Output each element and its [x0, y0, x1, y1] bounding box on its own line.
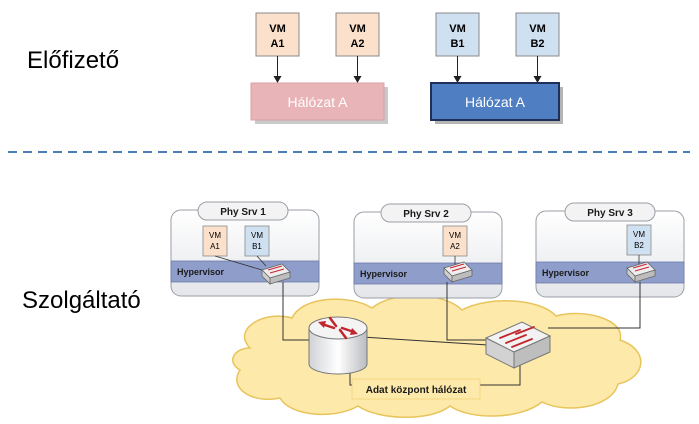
server-1-vm-a1-line2: A1 [210, 242, 220, 251]
subscriber-heading: Előfizető [27, 47, 119, 74]
router-top [308, 316, 368, 340]
link-s1-vm-b1 [256, 255, 267, 267]
server-2-vm-a2 [442, 225, 468, 257]
core-switch-side [513, 335, 551, 369]
server-3-vm-b2-line1: VM [633, 230, 645, 239]
core-switch-arrows [499, 326, 535, 348]
vm-box-b2: VM B2 [515, 12, 560, 57]
provider-heading: Szolgáltató [22, 287, 141, 314]
link-router-switch [361, 336, 489, 346]
router-arrowhead-2 [350, 328, 358, 335]
vm-box-a2-rect [335, 12, 380, 57]
network-a-rect [250, 82, 385, 121]
vm-box-a2-line2: A2 [350, 38, 364, 50]
vm-box-a1: VM A1 [255, 12, 300, 57]
vm-box-b2-line2: B2 [530, 38, 544, 50]
network-b-rect [430, 82, 560, 121]
network-a-box: Hálózat A [250, 82, 388, 124]
server-1-title-pill [197, 201, 289, 221]
server-1-title: Phy Srv 1 [220, 207, 266, 218]
server-3-title: Phy Srv 3 [587, 208, 633, 219]
server-2-hypervisor-label: Hypervisor [360, 269, 408, 279]
network-b-box: Hálózat A [430, 82, 563, 124]
server-1-hypervisor-label: Hypervisor [177, 267, 225, 277]
server-2-box [353, 211, 503, 299]
vswitch-2-icon [443, 261, 473, 283]
vswitch-3-side [634, 269, 656, 283]
link-vswitch2-switch [446, 282, 488, 341]
vswitch-3-icon [626, 261, 656, 283]
vswitch-1-side [269, 271, 291, 285]
cloud-label: Adat központ hálózat [366, 385, 467, 396]
server-1: Hypervisor Phy Srv 1 VM A1 VM B1 [170, 201, 320, 297]
server-3-vm-b2-line2: B2 [634, 241, 644, 250]
vm-box-b1-line1: VM [449, 23, 466, 35]
vswitch-2-side [451, 269, 473, 283]
server-3-title-pill [564, 202, 656, 222]
server-2-vm-a2-line1: VM [449, 231, 461, 240]
link-vswitch1-router [282, 282, 316, 341]
vm-box-a1-line1: VM [269, 23, 286, 35]
link-switch-label [478, 360, 521, 386]
router-body [308, 327, 368, 375]
server-3-hypervisor-label: Hypervisor [542, 268, 590, 278]
link-vswitch3-switch [548, 282, 641, 329]
server-3: Hypervisor Phy Srv 3 VM B2 [535, 202, 685, 298]
server-3-box [535, 210, 685, 298]
server-1-vm-b1-line1: VM [251, 231, 263, 240]
vswitch-1-arrows [267, 265, 285, 274]
vm-box-b2-rect [515, 12, 560, 57]
vm-box-b2-line1: VM [529, 23, 546, 35]
cloud-label-box [351, 378, 481, 400]
link-s1-vm-a1 [214, 255, 263, 271]
server-1-vm-b1-line2: B1 [252, 242, 262, 251]
router-icon [308, 316, 368, 375]
vm-box-a2: VM A2 [335, 12, 380, 57]
vswitch-3-arrows [632, 263, 650, 272]
network-b-label: Hálózat A [465, 94, 526, 110]
vswitch-2-arrows [449, 263, 467, 272]
server-1-vm-a1-line1: VM [209, 231, 221, 240]
network-a-label: Hálózat A [288, 94, 349, 110]
vm-box-b1: VM B1 [435, 12, 480, 57]
router-arrowhead-1 [318, 321, 326, 328]
vm-box-a1-line2: A1 [270, 38, 284, 50]
vm-box-a2-line1: VM [349, 23, 366, 35]
server-2-vm-a2-line2: A2 [450, 242, 460, 251]
server-1-vm-b1 [244, 225, 270, 257]
core-switch-icon [484, 321, 552, 369]
server-2-title: Phy Srv 2 [403, 209, 449, 220]
vm-box-b1-line2: B1 [450, 38, 464, 50]
server-2: Hypervisor Phy Srv 2 VM A2 [353, 203, 503, 299]
vm-box-a1-rect [255, 12, 300, 57]
vswitch-1-icon [261, 263, 291, 285]
server-2-title-pill [380, 203, 472, 223]
router-arrows [320, 316, 356, 340]
